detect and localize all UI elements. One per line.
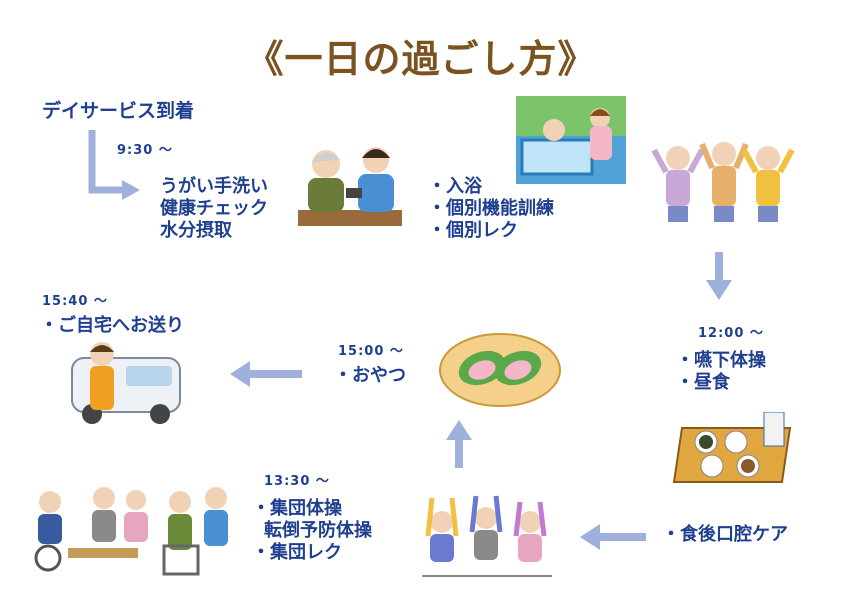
arrow-arrival-to-checkin [78,128,148,208]
time-0930: 9:30 ～ [117,143,173,158]
page-title: 《一日の過ごし方》 [245,37,597,81]
walking-support-illustration [160,484,240,580]
bath-item: ・入浴 [428,176,482,197]
time-1200: 12:00 ～ [698,326,764,341]
sakura-mochi-illustration [438,330,562,412]
checkin-item: 水分摂取 [160,220,232,241]
meal-tray-illustration [672,411,792,490]
arrow-left-aftermeal [578,524,648,550]
group-item: ・集団レク [252,542,342,563]
checkin-item: うがい手洗い [160,176,268,197]
group-item: ・集団体操 [252,498,342,519]
checkin-item: 健康チェック [160,198,268,219]
group-recreation-illustration [18,478,158,578]
arrow-down [704,252,734,302]
health-check-illustration [296,140,404,232]
checkin-list: うがい手洗い 健康チェック 水分摂取 [160,176,268,242]
aftermeal-label: ・食後口腔ケア [662,524,788,545]
time-1500: 15:00 ～ [338,344,404,359]
arrow-up [444,420,474,468]
group-list: ・集団体操 転倒予防体操 ・集団レク [252,498,372,564]
time-1330: 13:30 ～ [264,474,330,489]
lunch-list: ・嚥下体操 ・昼食 [676,350,766,394]
bath-illustration [516,96,626,188]
bath-list: ・入浴 ・個別機能訓練 ・個別レク [428,176,554,242]
lunch-item: ・昼食 [676,372,730,393]
van-illustration [66,338,186,432]
arrow-left-departure [228,361,304,387]
time-1540: 15:40 ～ [42,294,108,309]
seated-exercise-illustration [412,488,554,584]
exercise-group-illustration [648,128,798,232]
bath-item: ・個別レク [428,220,518,241]
arrival-label: デイサービス到着 [42,100,195,122]
bath-item: ・個別機能訓練 [428,198,554,219]
lunch-item: ・嚥下体操 [676,350,766,371]
return-home-label: ・ご自宅へお送り [40,315,184,336]
group-item: 転倒予防体操 [264,520,372,541]
snack-label: ・おやつ [334,365,406,386]
